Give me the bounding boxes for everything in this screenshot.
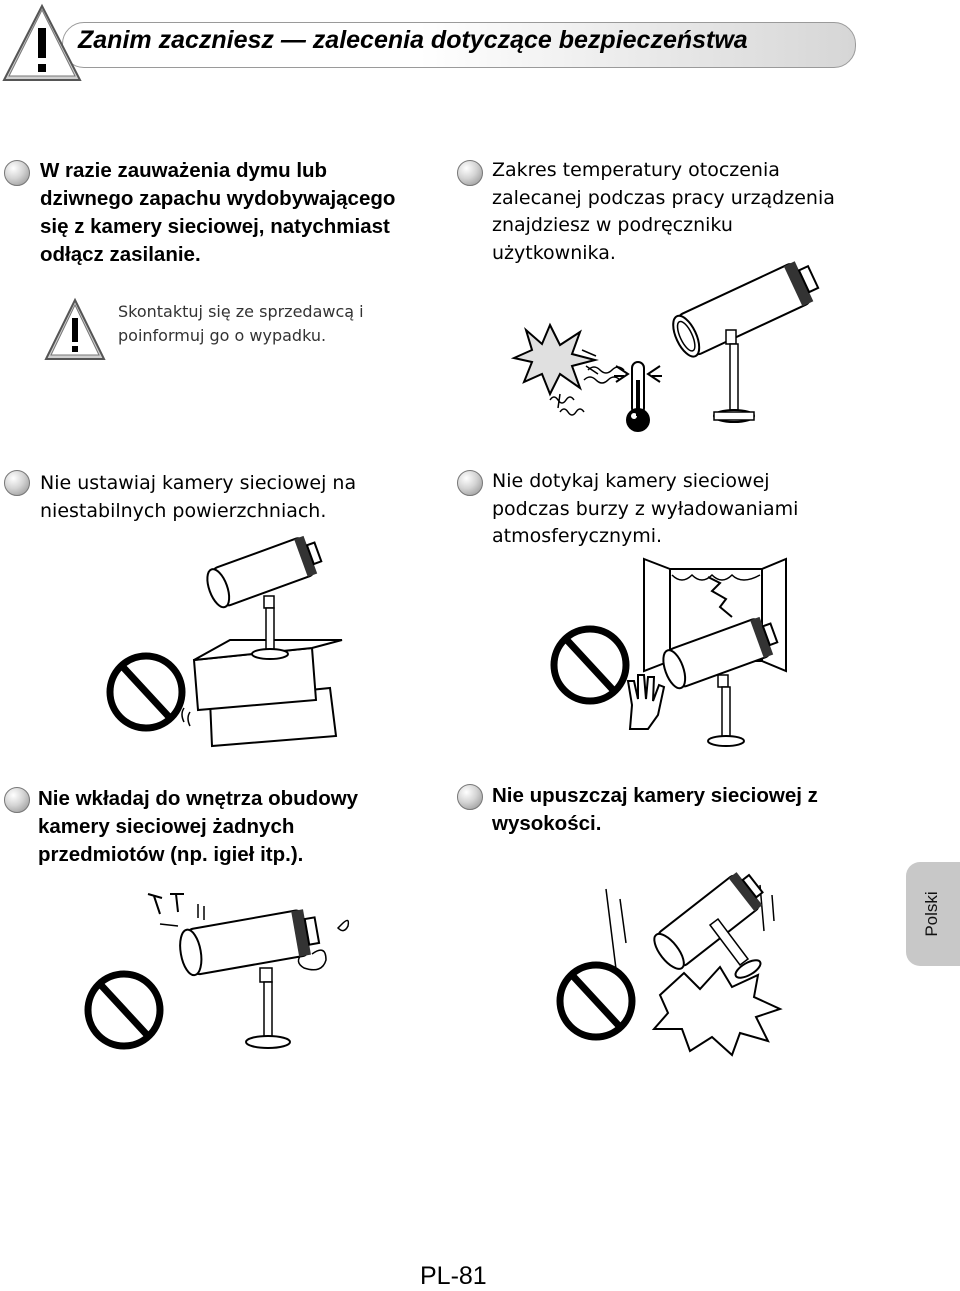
prohibited-icon <box>556 961 636 1041</box>
language-tab-label: Polski <box>922 891 941 937</box>
item-insert-text: Nie wkładaj do wnętrza obudowy kamery si… <box>38 787 359 866</box>
note-text: Skontaktuj się ze sprzedawcą i poinformu… <box>118 302 364 345</box>
bullet-icon <box>457 784 483 810</box>
camera-storm-illustration <box>550 557 787 747</box>
camera-temperature-illustration <box>510 261 820 432</box>
page-title: Zanim zaczniesz — zalecenia dotyczące be… <box>78 26 748 54</box>
camera-insert-illustration <box>84 893 350 1050</box>
bullet-icon <box>4 787 30 813</box>
prohibited-icon <box>550 625 630 705</box>
thermometer-icon <box>614 361 662 432</box>
warning-triangle-icon <box>44 297 106 360</box>
sun-icon <box>510 322 599 409</box>
camera-drop-illustration <box>556 872 783 1057</box>
camera-unstable-illustration <box>106 535 343 748</box>
item-drop-text: Nie upuszczaj kamery sieciowej z wysokoś… <box>492 784 818 835</box>
item-temperature-text: Zakres temperatury otoczenia zalecanej p… <box>492 159 835 264</box>
page-number: PL-81 <box>420 1262 487 1290</box>
camera-icon <box>672 261 820 358</box>
warning-triangle-icon <box>2 3 82 81</box>
prohibited-icon <box>106 652 186 732</box>
bullet-icon <box>457 470 483 496</box>
language-tab <box>906 862 960 966</box>
prohibited-icon <box>84 970 164 1050</box>
item-unstable-text: Nie ustawiaj kamery sieciowej na niestab… <box>40 472 357 522</box>
item-smoke-text: W razie zauważenia dymu lub dziwnego zap… <box>40 159 396 266</box>
bullet-icon <box>457 160 483 186</box>
header-bar <box>62 22 856 68</box>
item-storm-text: Nie dotykaj kamery sieciowej podczas bur… <box>492 470 799 547</box>
bullet-icon <box>4 160 30 186</box>
bullet-icon <box>4 470 30 496</box>
